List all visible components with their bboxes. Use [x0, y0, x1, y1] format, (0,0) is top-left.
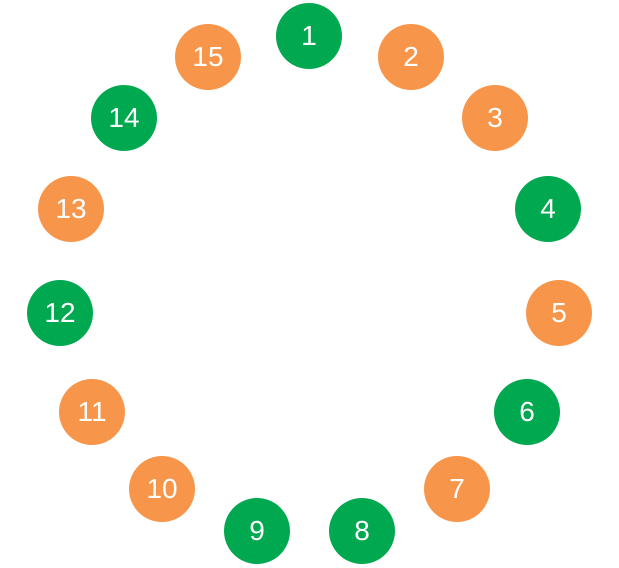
node-3: 3 — [462, 85, 528, 151]
node-label: 9 — [249, 515, 265, 546]
node-2: 2 — [378, 24, 444, 90]
node-label: 3 — [487, 102, 503, 133]
node-label: 14 — [108, 102, 140, 133]
node-13: 13 — [38, 176, 104, 242]
node-6: 6 — [494, 379, 560, 445]
node-12: 12 — [27, 280, 93, 346]
node-4: 4 — [515, 176, 581, 242]
node-11: 11 — [59, 379, 125, 445]
node-10: 10 — [129, 456, 195, 522]
node-label: 8 — [354, 515, 370, 546]
node-label: 11 — [77, 396, 107, 427]
node-1: 1 — [276, 3, 342, 69]
node-label: 10 — [146, 473, 178, 504]
node-label: 1 — [301, 20, 317, 51]
node-label: 6 — [519, 396, 535, 427]
node-8: 8 — [329, 498, 395, 564]
node-9: 9 — [224, 498, 290, 564]
node-label: 2 — [403, 41, 419, 72]
node-14: 14 — [91, 85, 157, 151]
node-label: 4 — [540, 193, 556, 224]
node-label: 5 — [551, 297, 567, 328]
node-label: 15 — [192, 41, 224, 72]
node-5: 5 — [526, 280, 592, 346]
node-label: 7 — [449, 473, 465, 504]
node-label: 13 — [55, 193, 87, 224]
node-15: 15 — [175, 24, 241, 90]
node-label: 12 — [44, 297, 76, 328]
node-7: 7 — [424, 456, 490, 522]
